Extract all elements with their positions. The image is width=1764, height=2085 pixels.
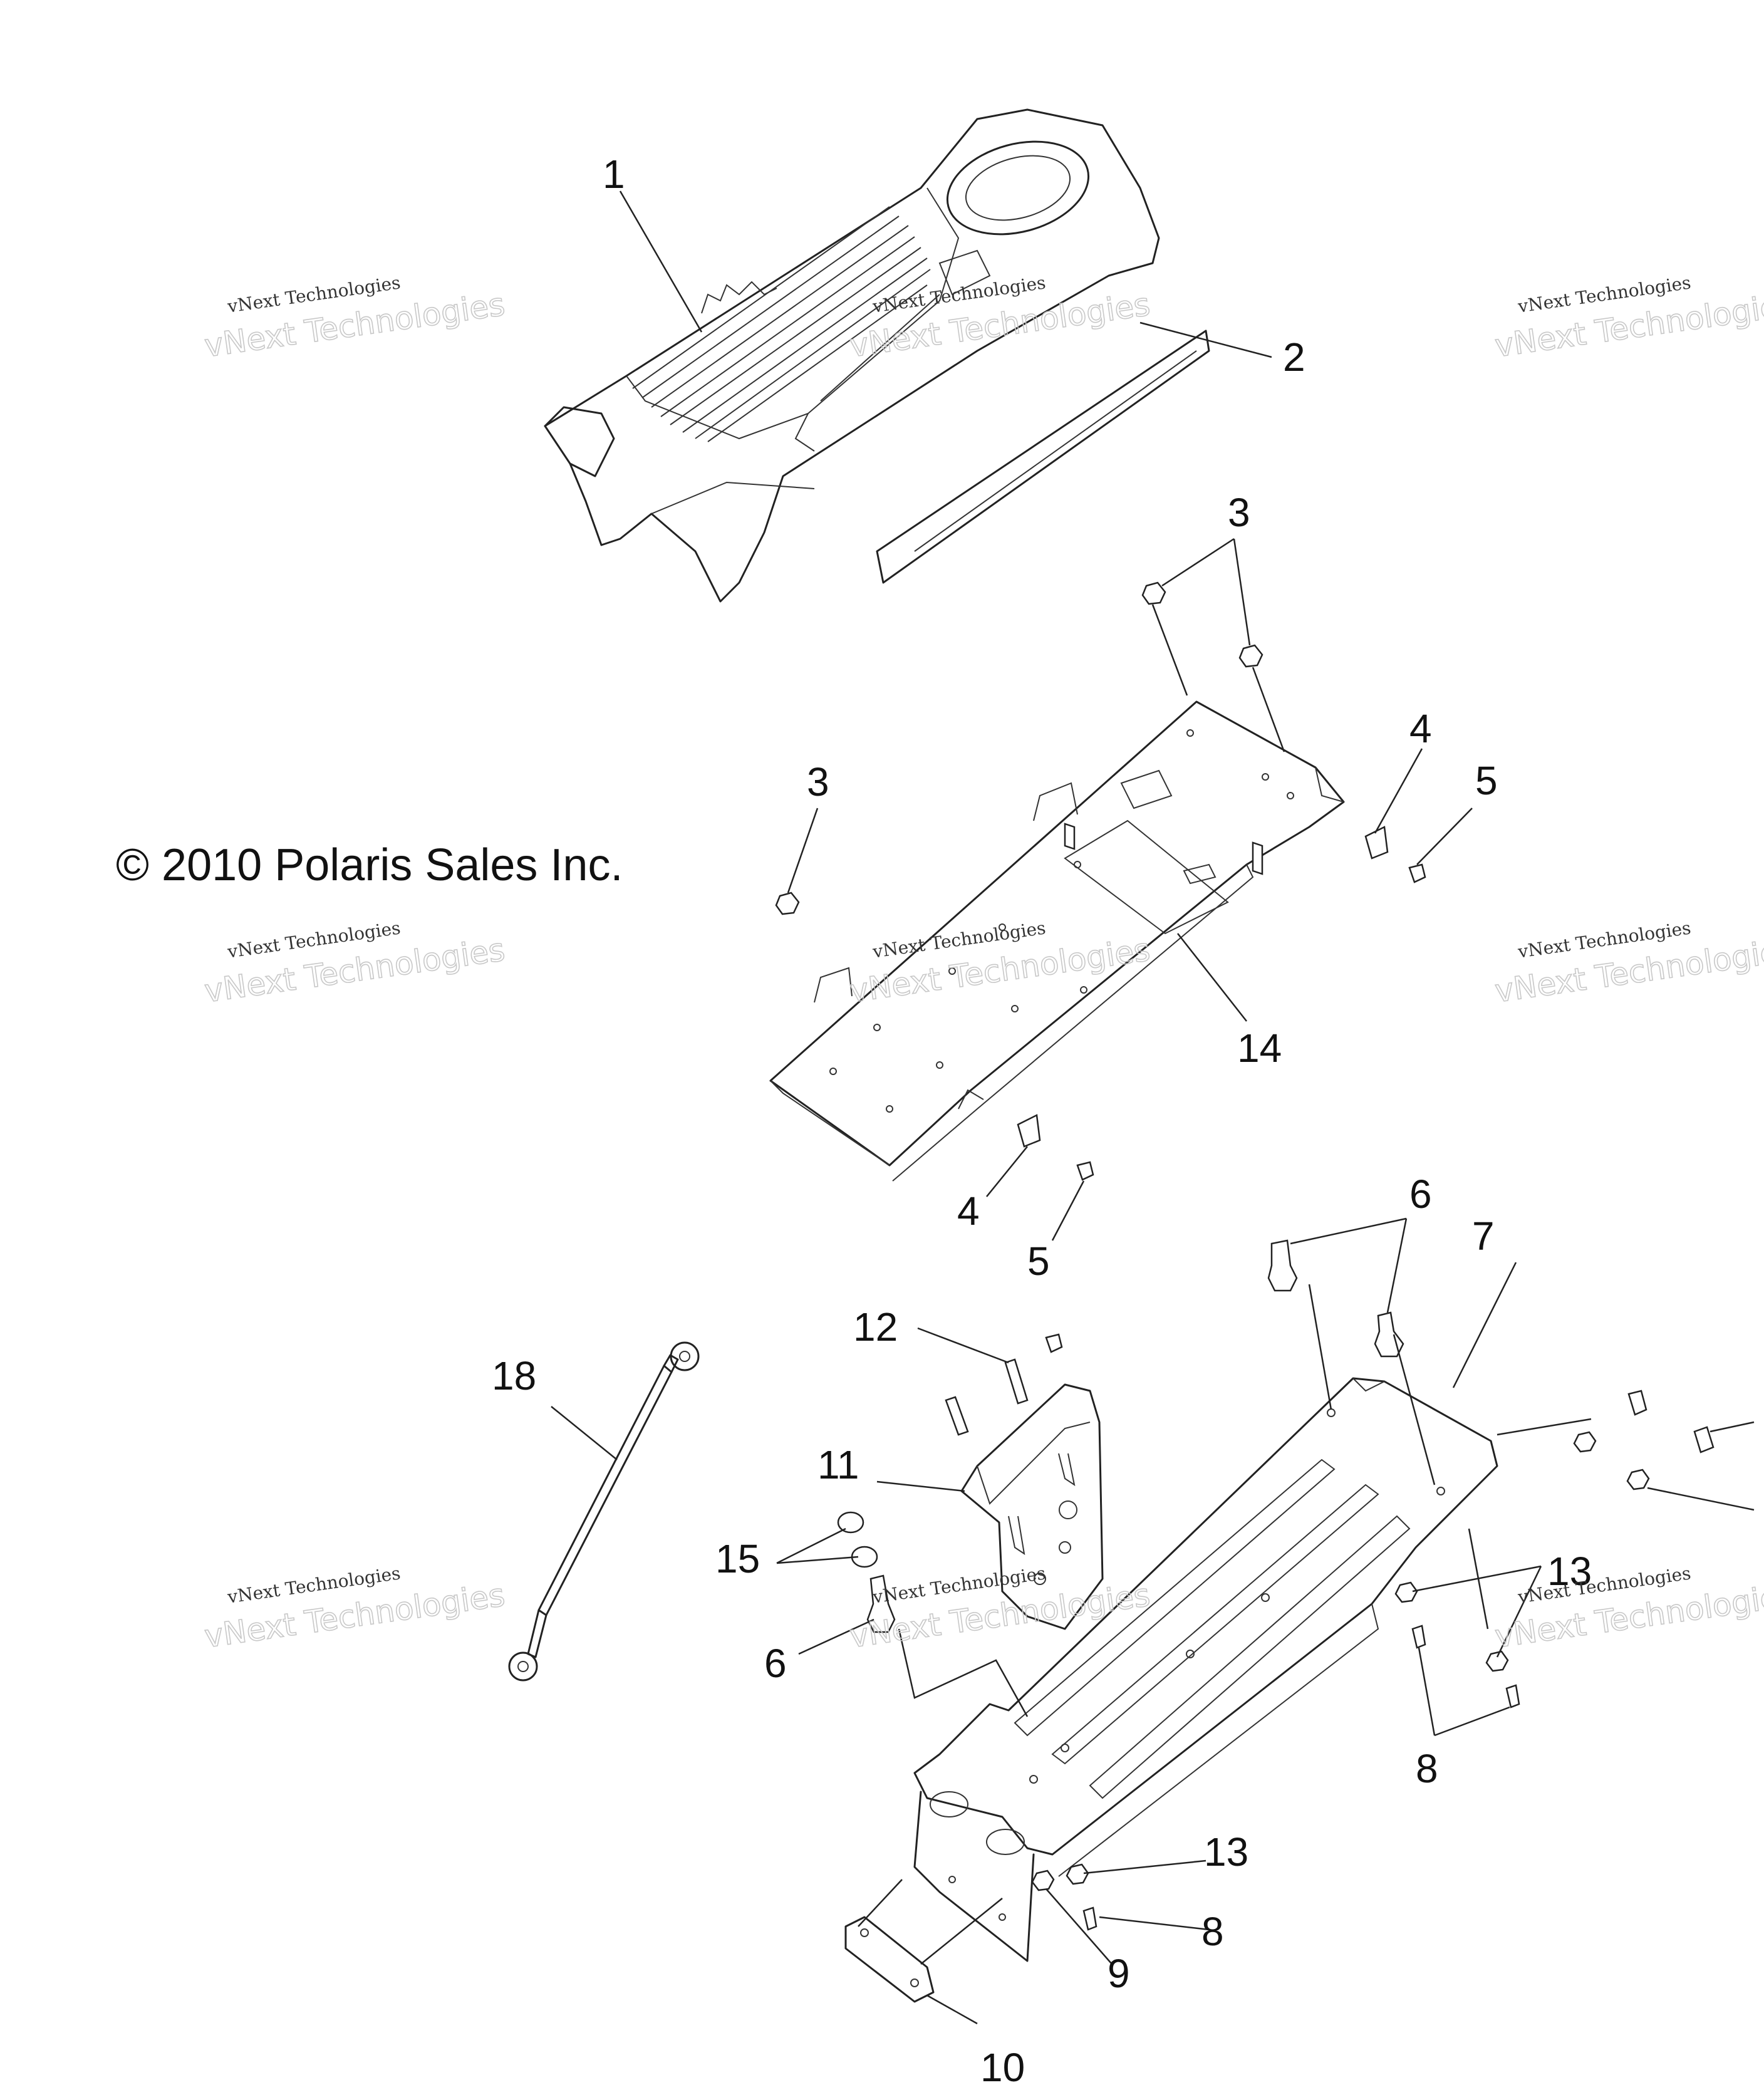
callout-8-right: 8 — [1416, 1746, 1438, 1791]
callout-3-top: 3 — [1228, 490, 1250, 535]
part-1-console-cover — [544, 108, 1160, 603]
screw-5b — [1076, 1161, 1094, 1181]
callout-6-left: 6 — [764, 1641, 787, 1686]
part-2-decal-strip — [876, 330, 1210, 584]
callout-13-bottom: 13 — [1204, 1829, 1248, 1874]
bolt-right-b — [1693, 1426, 1715, 1453]
leader-lines — [551, 190, 1755, 2025]
callout-9: 9 — [1108, 1951, 1130, 1996]
watermark-3: vNext Technologies vNext Technologies — [1492, 272, 1764, 365]
callout-6-top: 6 — [1409, 1172, 1432, 1217]
watermark-5: vNext Technologies vNext Technologies — [847, 917, 1153, 1010]
callout-1: 1 — [603, 152, 625, 197]
watermark-2: vNext Technologies vNext Technologies — [847, 272, 1153, 365]
grommet-6a — [1267, 1239, 1298, 1292]
nut-13c — [1066, 1863, 1089, 1885]
bolt-8b — [1505, 1684, 1520, 1708]
nut-3c — [775, 892, 800, 915]
watermark-9: vNext Technologies vNext Technologies — [1492, 1562, 1764, 1655]
callout-11: 11 — [817, 1442, 859, 1487]
callout-14: 14 — [1237, 1026, 1282, 1071]
callout-5-bottom: 5 — [1027, 1239, 1050, 1284]
callout-10: 10 — [980, 2045, 1025, 2085]
callout-18: 18 — [492, 1353, 536, 1398]
screw-5a — [1408, 863, 1426, 883]
bolt-right-a — [1627, 1390, 1647, 1416]
part-11-bracket — [960, 1383, 1104, 1630]
bolt-12b — [945, 1396, 969, 1436]
callout-3-left: 3 — [807, 759, 829, 804]
part-7-lower-tray — [913, 1377, 1498, 1962]
bolt-8a — [1411, 1625, 1426, 1649]
nut-9 — [1031, 1869, 1055, 1891]
clip-4a — [1364, 826, 1389, 860]
part-10-end-plate — [844, 1916, 935, 2003]
washer-15a — [837, 1511, 864, 1534]
callout-2: 2 — [1283, 335, 1305, 380]
watermark-4: vNext Technologies vNext Technologies — [202, 917, 507, 1010]
callout-7: 7 — [1472, 1214, 1495, 1259]
bolt-12a — [1004, 1358, 1029, 1405]
callout-13-right: 13 — [1547, 1549, 1592, 1594]
nut-13a — [1394, 1581, 1418, 1603]
grommet-6b — [1374, 1311, 1404, 1358]
watermark-1: vNext Technologies vNext Technologies — [202, 272, 507, 365]
callout-4-top: 4 — [1409, 706, 1432, 751]
grommet-6c — [866, 1574, 896, 1633]
clip-4b — [1017, 1114, 1041, 1148]
bolt-8c — [1082, 1906, 1097, 1931]
nut-right-b — [1626, 1469, 1650, 1490]
part-18-support-rod — [508, 1341, 700, 1682]
nut-right-a — [1573, 1431, 1597, 1453]
screw-12 — [1045, 1333, 1063, 1353]
callout-12: 12 — [853, 1304, 898, 1349]
callout-8-bottom: 8 — [1201, 1909, 1224, 1954]
watermark-7: vNext Technologies vNext Technologies — [202, 1562, 507, 1655]
nut-13b — [1485, 1650, 1509, 1672]
callout-4-bottom: 4 — [957, 1188, 980, 1234]
copyright-notice: © 2010 Polaris Sales Inc. — [116, 840, 623, 890]
callout-5-top: 5 — [1475, 758, 1498, 803]
nut-3b — [1238, 644, 1263, 668]
part-14-mounting-plate — [769, 700, 1345, 1182]
watermark-6: vNext Technologies vNext Technologies — [1492, 917, 1764, 1010]
nut-3a — [1141, 581, 1166, 605]
watermarks: vNext Technologies vNext Technologies vN… — [202, 272, 1764, 1655]
callout-15: 15 — [715, 1536, 760, 1581]
watermark-8: vNext Technologies vNext Technologies — [847, 1562, 1153, 1655]
callout-numbers: 1 2 3 3 4 5 14 4 5 6 7 12 18 11 15 6 13 … — [492, 152, 1592, 2085]
hardware — [775, 581, 1715, 1931]
